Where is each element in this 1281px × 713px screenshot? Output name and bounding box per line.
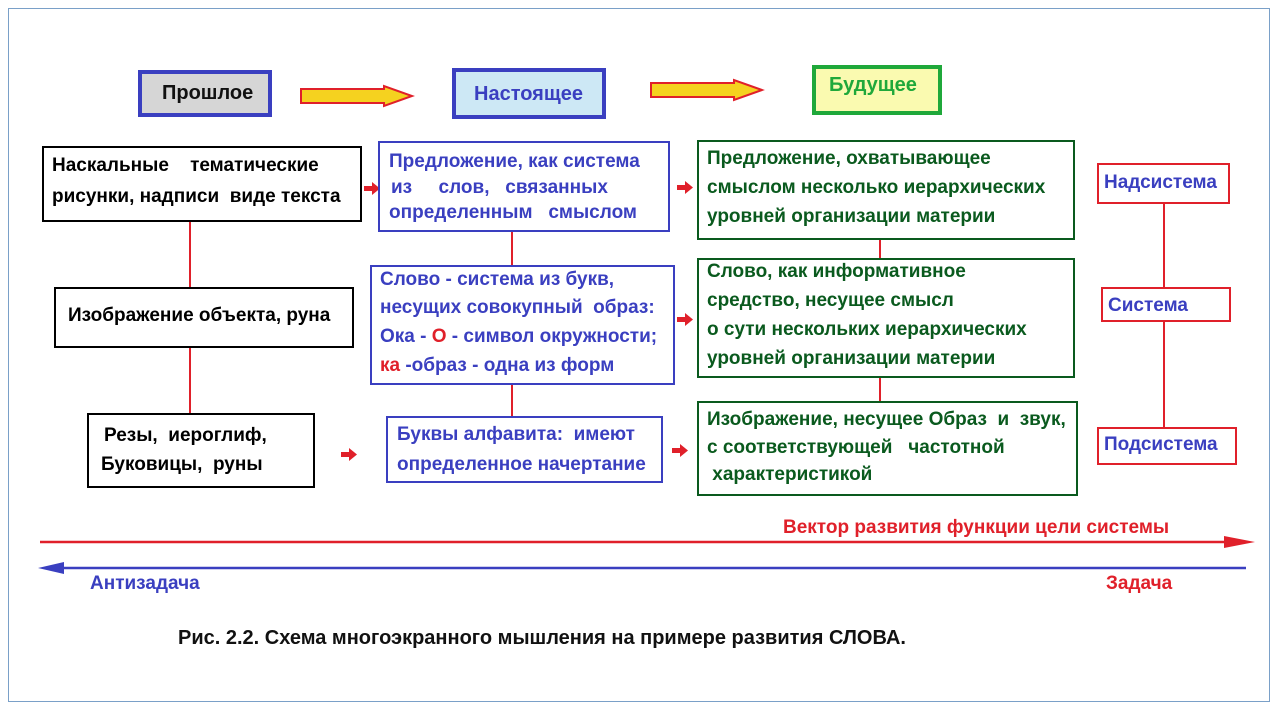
present-row2-line4-a: ка [380, 355, 401, 376]
row1-arrow-b [677, 185, 685, 190]
header-present [452, 68, 606, 119]
present-row1-line3: определенным смыслом [389, 202, 637, 223]
present-row1-line1: Предложение, как система [389, 151, 640, 172]
header-past-label: Прошлое [162, 82, 254, 104]
future-row2-line1: Слово, как информативное [707, 261, 966, 282]
present-row2-line3-a: Ока - [380, 326, 432, 347]
future-row2-line4: уровней организации материи [707, 348, 996, 369]
supersystem-label: Надсистема [1104, 172, 1217, 193]
future-row3-line3: характеристикой [707, 464, 873, 485]
figure-frame [8, 8, 1270, 702]
past-row3-line1: Резы, иероглиф, [104, 425, 267, 446]
present-row2-line3-c: - символ окружности; [446, 326, 658, 347]
present-row1-line2: из слов, связанных [391, 177, 608, 198]
present-row2-line4: ка -образ - одна из форм [380, 351, 614, 380]
past-row1-box [42, 146, 362, 222]
future-row1-line3: уровней организации материи [707, 206, 996, 227]
future-row2-line2: средство, несущее смысл [707, 290, 954, 311]
future-row1-box [697, 140, 1075, 240]
system-label: Система [1108, 295, 1188, 316]
future-row1-line1: Предложение, охватывающее [707, 148, 991, 169]
development-vector-label: Вектор развития функции цели системы [783, 517, 1170, 538]
present-row2-line2: несущих совокупный образ: [380, 297, 655, 318]
future-row3-line1: Изображение, несущее Образ и звук, [707, 409, 1066, 430]
past-row3-box [87, 413, 315, 488]
header-arrow-1 [300, 84, 415, 108]
present-row3-box [386, 416, 663, 483]
system-box [1101, 287, 1231, 322]
present-row3-line2: определенное начертание [397, 454, 646, 475]
past-row2-box [54, 287, 354, 348]
future-row2-line3: о сути нескольких иерархических [707, 319, 1027, 340]
present-row3-line1: Буквы алфавита: имеют [397, 424, 635, 445]
past-row3-line2: Буковицы, руны [101, 454, 263, 475]
supersystem-box [1097, 163, 1230, 204]
subsystem-box [1097, 427, 1237, 465]
future-row2-box [697, 258, 1075, 378]
row3-arrow-b [672, 448, 680, 453]
header-future [812, 65, 942, 115]
present-row2-box [370, 265, 675, 385]
subsystem-label: Подсистема [1104, 434, 1218, 455]
task-label: Задача [1106, 573, 1173, 594]
header-past [138, 70, 272, 117]
present-row2-line4-b: -образ - одна из форм [400, 355, 615, 376]
present-row2-line3-b: О [431, 326, 447, 347]
header-arrow-2 [650, 78, 765, 102]
row2-arrow-b [677, 317, 685, 322]
figure-caption: Рис. 2.2. Схема многоэкранного мышления … [178, 627, 906, 649]
present-row1-box [378, 141, 670, 232]
past-row2-line1: Изображение объекта, руна [68, 305, 331, 326]
row3-arrow-a [341, 452, 349, 457]
future-row3-box [697, 401, 1078, 496]
antitask-label: Антизадача [90, 573, 200, 594]
header-future-label: Будущее [829, 74, 917, 96]
present-row2-line3: Ока - О - символ окружности; [380, 322, 657, 351]
past-row1-line2: рисунки, надписи виде текста [52, 186, 341, 207]
future-row3-line2: с соответствующей частотной [707, 437, 1005, 458]
antitask-vector-head [38, 562, 64, 574]
development-vector-head [1224, 536, 1255, 548]
header-present-label: Настоящее [474, 83, 583, 105]
future-row1-line2: смыслом несколько иерархических [707, 177, 1046, 198]
past-row1-line1: Наскальные тематические [52, 155, 319, 176]
present-row2-line1: Слово - система из букв, [380, 269, 615, 290]
row1-arrow-a [364, 186, 372, 191]
